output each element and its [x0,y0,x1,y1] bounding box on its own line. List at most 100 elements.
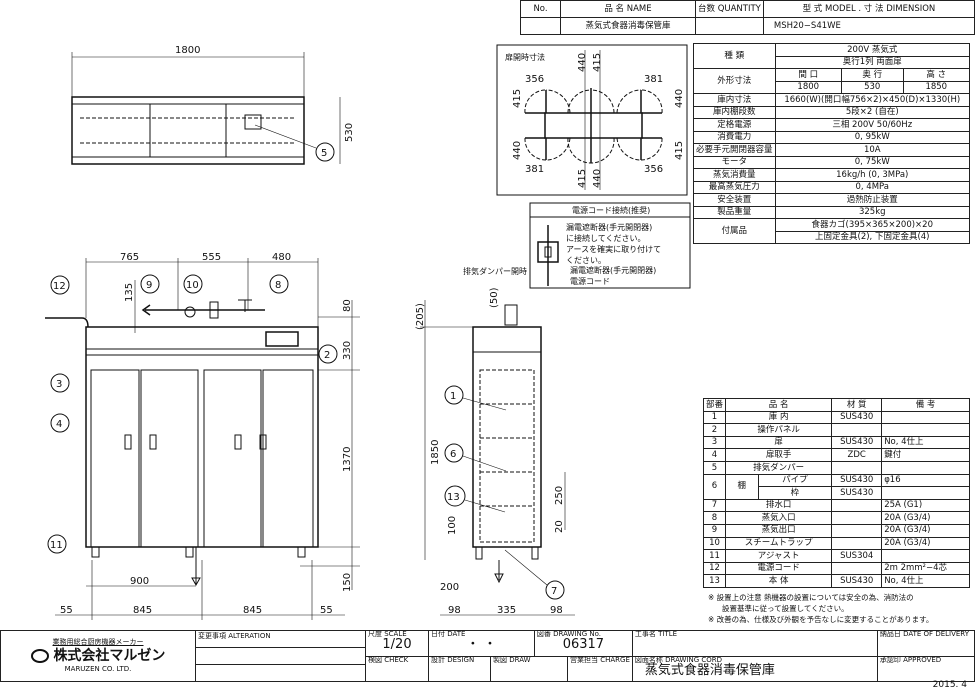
dimension-label: 415 [592,53,603,72]
dimension-label: 845 [243,605,262,616]
date-label: 日付 DATE [431,630,466,638]
note: ※ 設置上の注意 熱機器の設置については安全の為、消防法の [708,593,914,602]
balloons: 12 9 10 8 2 3 4 11 [47,274,338,554]
dimension-label: (205) [415,303,426,330]
draw-label: 製図 DRAW [490,655,568,682]
dimension-label: 415 [512,89,523,108]
approved-label: 承認印 APPROVED [876,655,975,682]
dimension-label: 3 [56,379,62,390]
dimension-label: 845 [133,605,152,616]
part-note: No, 4仕上 [881,574,970,588]
alteration-label: 変更事項 ALTERATION [196,631,365,648]
notes: ※ 設置上の注意 熱機器の設置については安全の為、消防法の 設置基準に従って設置… [708,592,933,625]
dimension-label: 356 [644,164,663,175]
date-value: ・ ・ [466,637,497,652]
dimension-label: 415 [674,141,685,160]
dimension-label: 250 [554,486,565,505]
title-block: 業務用総合厨房機器メーカー 株式会社マルゼン MARUZEN CO. LTD. … [0,630,975,682]
door-swing-diagram: 扉開時寸法 356 440 415 381 415 440 440 381 41… [496,44,688,196]
dimension-label: 200 [440,582,459,593]
company-logo: 株式会社マルゼン [3,649,193,663]
part-no: 6 [702,473,727,500]
drawing-cord-label: 図面名称 DRAWING CORD [634,655,723,664]
drawing-no: 06317 [562,637,605,652]
dimension-label: 80 [342,299,353,312]
dimension-label: 765 [120,252,139,263]
check-label: 検図 CHECK [365,655,429,682]
front-view: 765 555 480 135 80 330 1370 150 900 55 8… [45,252,360,620]
dimension-label: 98 [550,605,563,616]
model-number: MSH20−S41WE [762,17,975,35]
dimension-label: 1850 [430,440,441,465]
top-view: 1800 530 5 [71,45,355,165]
dimension-label: ください。 [566,256,606,265]
dimension-label: 2 [324,350,330,361]
dimension-label: 8 [275,280,281,291]
dimension-label: 漏電遮断器(手元開閉器) [570,265,656,275]
dimension-label: 扉開時寸法 [505,52,545,62]
issue-date: 2015. 4 [932,680,967,690]
parts-header: 材 質 [831,398,883,412]
logo-emblem-icon [30,649,49,663]
dimension-label: 440 [674,89,685,108]
dimension-label: 900 [130,576,149,587]
drawing-no-label: 図番 DRAWING No. [536,630,601,638]
dimension-label: 150 [342,573,353,592]
scale-value: 1/20 [382,637,412,652]
dimension-label: 1800 [175,45,200,56]
dimension-label: 1 [450,391,456,402]
dimension-label: 356 [525,74,544,85]
dimension-label: 330 [342,341,353,360]
part-name: 本 体 [725,574,833,588]
dimension-label: 135 [124,283,135,302]
dimension-label: 12 [53,281,66,292]
dimension-label: (50) [489,287,500,308]
dimension-label: 480 [272,252,291,263]
dimension-label: 4 [56,419,62,430]
design-label: 設計 DESIGN [428,655,491,682]
scale-label: 尺度 SCALE [368,630,407,638]
dimension-label: 55 [60,605,73,616]
dimension-label: 440 [512,141,523,160]
note: ※ 改善の為、仕様及び外観を予告なしに変更することがあります。 [708,615,934,624]
dimension-label: 55 [320,605,333,616]
dimension-label: 100 [447,516,458,535]
technical-drawing: 扉開時寸法 356 440 415 381 415 440 440 381 41… [45,44,691,620]
dimension-label: 6 [450,449,456,460]
delivery-label: 納品日 DATE OF DELIVERY [876,630,975,657]
power-cord-note: 電源コード接続(推奨) 漏電遮断器(手元開閉器) に接続してください。 アースを… [529,202,691,289]
spec-row: 定格電源三相 200V 50/60Hz [693,118,971,132]
side-view: (205) (50) 1850 100 250 20 200 98 335 98… [415,287,575,616]
drawing-name: 蒸気式食器消毒保管庫 [644,662,775,678]
product-name: 蒸気式食器消毒保管庫 [560,17,696,35]
dimension-label: アースを確実に取り付けて [566,244,661,254]
dimension-label: に接続してください。 [566,233,646,243]
dimension-label: 10 [186,280,199,291]
damper-open-label: 排気ダンパー開時 [463,266,527,276]
dimension-label: 440 [577,53,588,72]
dimension-label: 530 [344,123,355,142]
dimension-label: 98 [448,605,461,616]
dimension-label: 555 [202,252,221,263]
dimension-label: 11 [50,540,63,551]
dimension-label: 9 [146,280,152,291]
dimension-label: 5 [321,148,327,159]
spec-value: 上固定金具(2), 下固定金具(4) [774,230,971,244]
dimension-label: 440 [592,169,603,188]
dimension-label: 電源コード [570,277,610,286]
dimension-label: 13 [447,492,460,503]
